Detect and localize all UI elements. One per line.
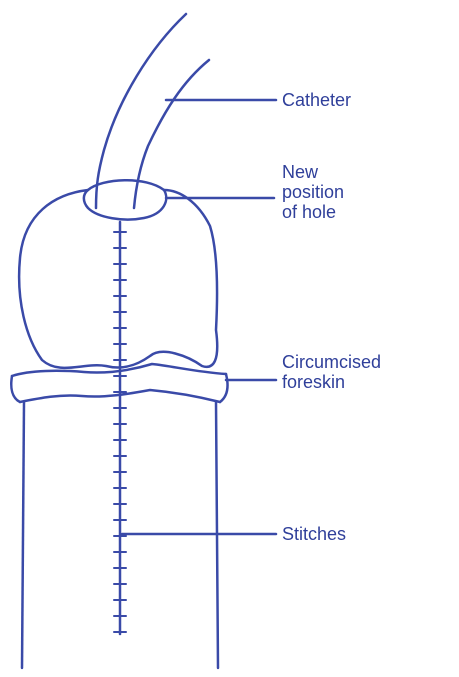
label-new-position-of-hole: New position of hole [282, 162, 344, 222]
foreskin-left-tab [11, 376, 20, 402]
foreskin-right-tab [220, 374, 228, 402]
shaft-left-edge [22, 402, 24, 668]
label-catheter: Catheter [282, 90, 351, 110]
label-circumcised-foreskin: Circumcised foreskin [282, 352, 381, 392]
glans-outline [19, 190, 217, 368]
label-stitches: Stitches [282, 524, 346, 544]
catheter-tube-right [134, 60, 209, 208]
catheter-tube-left [96, 14, 186, 208]
